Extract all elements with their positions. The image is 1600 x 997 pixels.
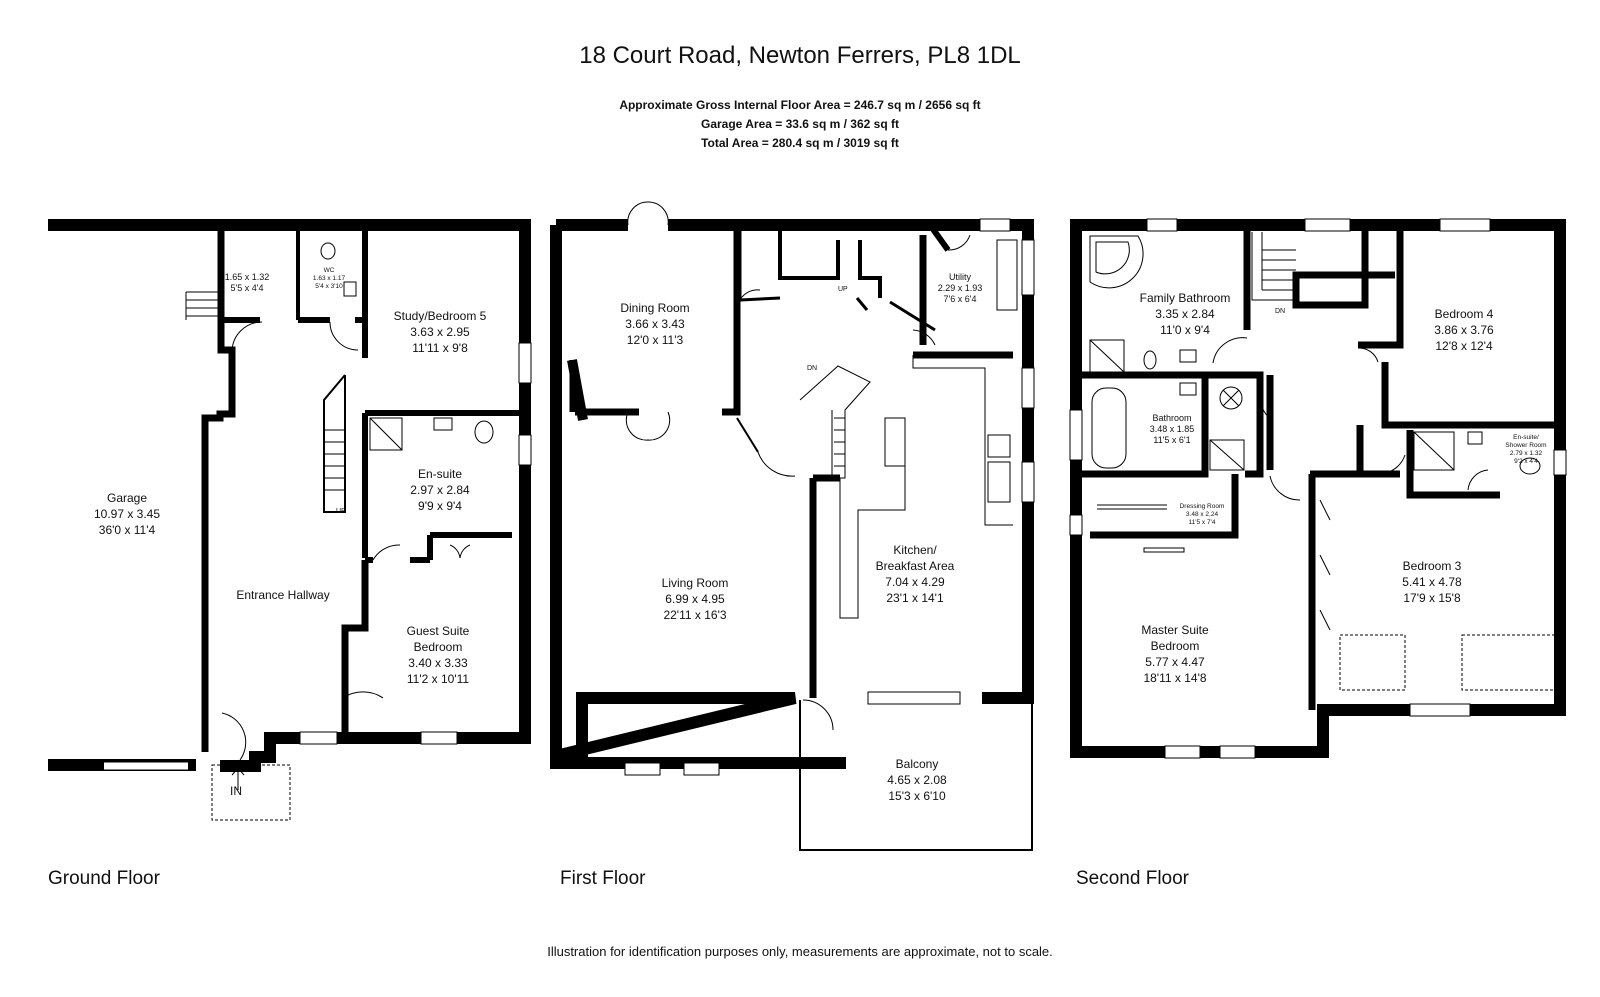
hallway-label: Entrance Hallway (236, 587, 329, 603)
guest-name2: Bedroom (413, 640, 463, 654)
dressing-imperial: 11'5 x 7'4 (1188, 519, 1216, 526)
ground-floor-plan (48, 219, 532, 821)
wc-imperial: 5'4 x 3'10 (315, 283, 343, 290)
bedroom4-imperial: 12'8 x 12'4 (1435, 339, 1493, 353)
garage-label: Garage 10.97 x 3.45 36'0 x 11'4 (94, 490, 160, 538)
guest-name1: Guest Suite (406, 624, 470, 638)
utility-name: Utility (948, 272, 971, 282)
bedroom4-name: Bedroom 4 (1434, 307, 1494, 321)
study-imperial: 11'11 x 9'8 (412, 341, 468, 355)
balcony-imperial: 15'3 x 6'10 (888, 789, 946, 803)
store-metric: 1.65 x 1.32 (224, 272, 270, 282)
wc-metric: 1.63 x 1.17 (312, 275, 346, 282)
master-name1: Master Suite (1141, 623, 1209, 637)
guest-metric: 3.40 x 3.33 (408, 656, 468, 670)
dining-metric: 3.66 x 3.43 (625, 317, 685, 331)
gross-internal-area: Approximate Gross Internal Floor Area = … (619, 98, 981, 112)
dressing-room-label: Dressing Room 3.48 x 2.24 11'5 x 7'4 (1180, 503, 1225, 527)
master-metric: 5.77 x 4.47 (1145, 655, 1205, 669)
living-label: Living Room 6.99 x 4.95 22'11 x 16'3 (662, 575, 729, 623)
study-name: Study/Bedroom 5 (393, 309, 487, 323)
kitchen-name2: Breakfast Area (875, 559, 955, 573)
study-metric: 3.63 x 2.95 (410, 325, 470, 339)
master-name2: Bedroom (1150, 639, 1200, 653)
dining-label: Dining Room 3.66 x 3.43 12'0 x 11'3 (620, 300, 689, 348)
ensuite-imperial: 9'9 x 9'4 (418, 499, 462, 513)
ground-floor-label: Ground Floor (48, 868, 160, 889)
bathroom-imperial: 11'5 x 6'1 (1153, 435, 1191, 445)
dining-name: Dining Room (620, 301, 690, 315)
guest-imperial: 11'2 x 10'11 (406, 672, 470, 686)
first-floor-label: First Floor (560, 868, 646, 889)
family-bath-metric: 3.35 x 2.84 (1155, 307, 1215, 321)
bedroom3-imperial: 17'9 x 15'8 (1403, 591, 1461, 605)
master-suite-label: Master Suite Bedroom 5.77 x 4.47 18'11 x… (1141, 622, 1208, 686)
ensuite-name: En-suite (417, 467, 463, 481)
family-bathroom-label: Family Bathroom 3.35 x 2.84 11'0 x 9'4 (1140, 290, 1231, 338)
ensuite-metric: 2.97 x 2.84 (410, 483, 470, 497)
first-floor-plan (550, 201, 1035, 851)
utility-label: Utility 2.29 x 1.93 7'6 x 6'4 (938, 272, 983, 305)
ground-up-label: UP (336, 508, 346, 515)
dressing-name: Dressing Room (1179, 503, 1225, 510)
bathroom-metric: 3.48 x 1.85 (1149, 424, 1195, 434)
garage-imperial: 36'0 x 11'4 (98, 523, 156, 537)
second-floor-label: Second Floor (1076, 868, 1190, 889)
disclaimer: Illustration for identification purposes… (547, 944, 1053, 959)
guest-suite-label: Guest Suite Bedroom 3.40 x 3.33 11'2 x 1… (407, 623, 470, 687)
study-label: Study/Bedroom 5 3.63 x 2.95 11'11 x 9'8 (394, 308, 487, 356)
hallway-name: Entrance Hallway (236, 588, 330, 602)
entrance-in-label: IN (230, 784, 242, 798)
bathroom-name: Bathroom (1152, 413, 1192, 423)
bedroom3-name: Bedroom 3 (1402, 559, 1462, 573)
bedroom4-label: Bedroom 4 3.86 x 3.76 12'8 x 12'4 (1434, 306, 1493, 354)
ensuite-shower-imperial: 9'2 x 4'4 (1514, 458, 1538, 465)
bathroom-label: Bathroom 3.48 x 1.85 11'5 x 6'1 (1150, 413, 1195, 446)
store-label: 1.65 x 1.32 5'5 x 4'4 (225, 272, 270, 294)
wc-label: WC 1.63 x 1.17 5'4 x 3'10 (313, 267, 345, 291)
first-up-label: UP (838, 286, 848, 293)
kitchen-metric: 7.04 x 4.29 (885, 575, 945, 589)
utility-metric: 2.29 x 1.93 (937, 283, 983, 293)
living-name: Living Room (661, 576, 729, 590)
store-imperial: 5'5 x 4'4 (230, 283, 264, 293)
bedroom4-metric: 3.86 x 3.76 (1434, 323, 1494, 337)
family-bath-imperial: 11'0 x 9'4 (1160, 323, 1210, 337)
garage-metric: 10.97 x 3.45 (93, 507, 161, 521)
dining-imperial: 12'0 x 11'3 (626, 333, 684, 347)
bedroom3-metric: 5.41 x 4.78 (1402, 575, 1462, 589)
family-bath-name: Family Bathroom (1139, 291, 1231, 305)
living-metric: 6.99 x 4.95 (665, 592, 725, 606)
wc-name: WC (323, 267, 335, 274)
ensuite-shower-label: En-suite/ Shower Room 2.79 x 1.32 9'2 x … (1505, 434, 1546, 466)
utility-imperial: 7'6 x 6'4 (943, 294, 977, 304)
ensuite-shower-metric: 2.79 x 1.32 (1509, 450, 1543, 457)
dressing-metric: 3.48 x 2.24 (1185, 511, 1219, 518)
ensuite-shower-name1: En-suite/ (1513, 434, 1539, 441)
total-area: Total Area = 280.4 sq m / 3019 sq ft (701, 136, 899, 150)
ensuite-shower-name2: Shower Room (1505, 442, 1547, 449)
garage-name: Garage (106, 491, 148, 505)
balcony-label: Balcony 4.65 x 2.08 15'3 x 6'10 (887, 756, 946, 804)
living-imperial: 22'11 x 16'3 (663, 608, 727, 622)
balcony-name: Balcony (895, 757, 939, 771)
area-summary: Approximate Gross Internal Floor Area = … (0, 96, 1600, 153)
bedroom3-label: Bedroom 3 5.41 x 4.78 17'9 x 15'8 (1402, 558, 1461, 606)
page-title: 18 Court Road, Newton Ferrers, PL8 1DL (579, 42, 1021, 69)
ensuite-label: En-suite 2.97 x 2.84 9'9 x 9'4 (410, 466, 469, 514)
kitchen-label: Kitchen/ Breakfast Area 7.04 x 4.29 23'1… (876, 542, 955, 606)
garage-area: Garage Area = 33.6 sq m / 362 sq ft (701, 117, 899, 131)
kitchen-imperial: 23'1 x 14'1 (886, 591, 944, 605)
first-dn-label: DN (807, 365, 818, 372)
second-floor-plan (1069, 218, 1567, 759)
balcony-metric: 4.65 x 2.08 (887, 773, 947, 787)
second-dn-label: DN (1275, 308, 1286, 315)
master-imperial: 18'11 x 14'8 (1143, 671, 1207, 685)
kitchen-name1: Kitchen/ (893, 543, 937, 557)
